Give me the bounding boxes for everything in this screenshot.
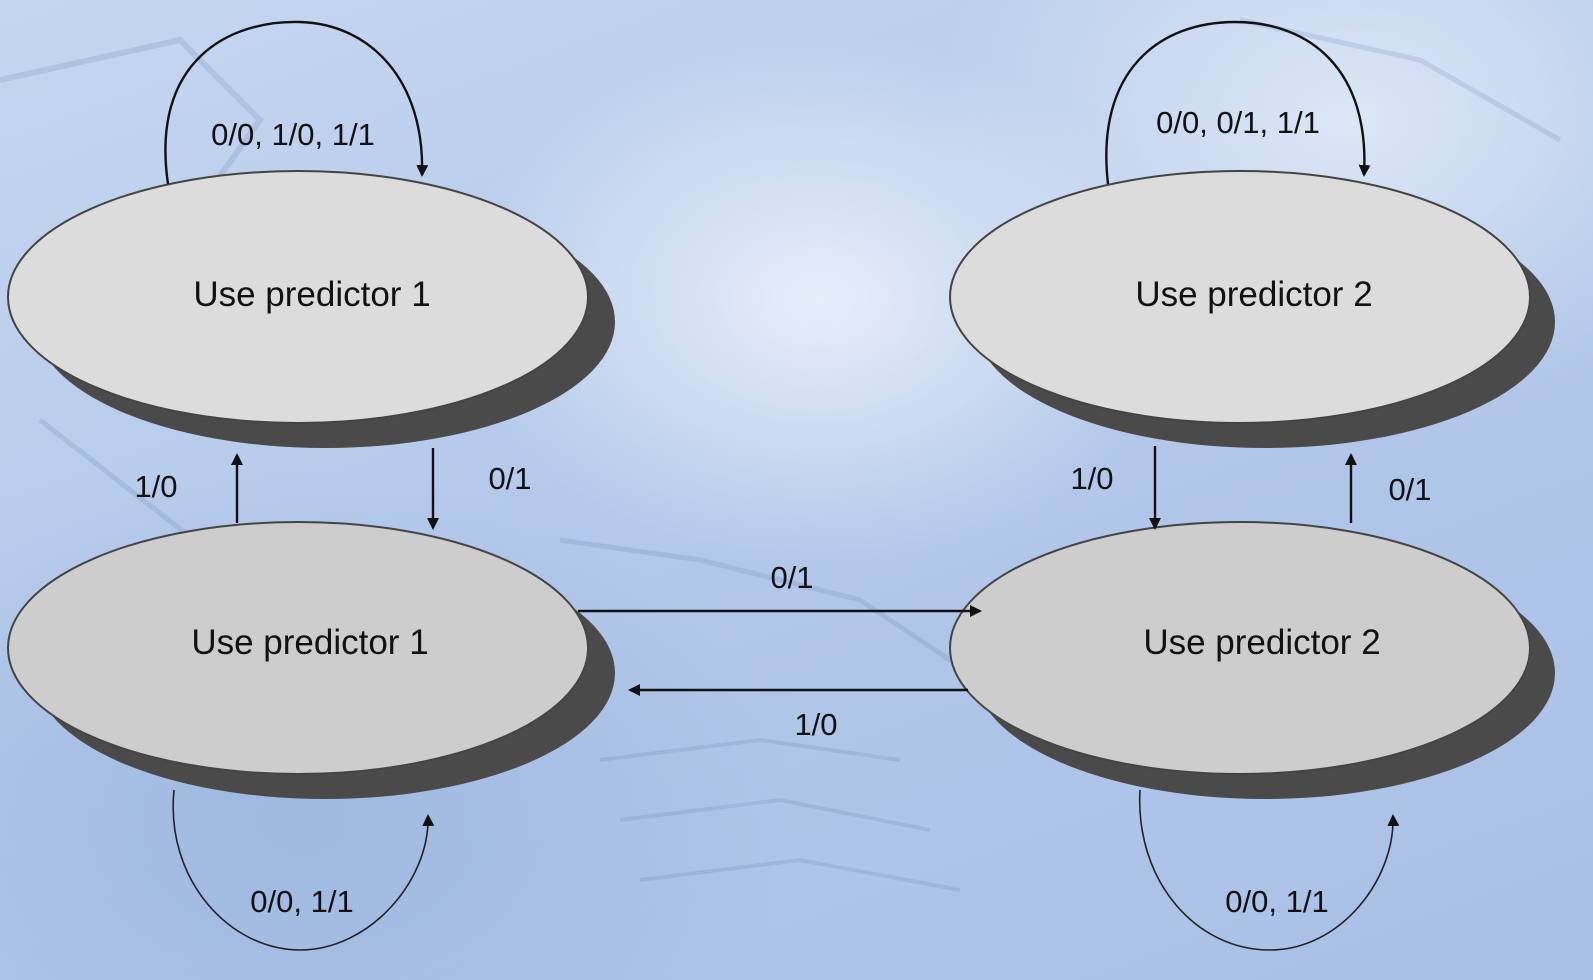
state-ellipse [7,170,589,424]
state-weak-predictor-2: Use predictor 2 [949,521,1555,799]
transition-arrow-strong-p2-self [1105,20,1371,185]
transition-arrow-weak-p2-self [1138,789,1400,951]
state-strong-predictor-1: Use predictor 1 [7,170,615,448]
transition-label-strong-p1-self: 0/0, 1/0, 1/1 [211,117,375,152]
state-strong-predictor-2: Use predictor 2 [949,170,1555,448]
transition-label-weak-p1-to-strong-p1: 1/0 [134,469,177,504]
state-label: Use predictor 1 [191,623,428,662]
state-label: Use predictor 1 [193,275,430,314]
state-ellipse [949,521,1531,775]
transition-arrow-strong-p1-self [164,20,429,185]
state-label: Use predictor 2 [1135,275,1372,314]
transition-arrow-weak-p1-self [172,789,435,951]
state-ellipse [7,521,589,775]
transition-label-weak-p2-to-weak-p1: 1/0 [794,707,837,742]
transition-label-weak-p2-self: 0/0, 1/1 [1225,884,1328,919]
transition-label-strong-p1-to-weak-p1: 0/1 [488,461,531,496]
transition-label-weak-p1-to-weak-p2: 0/1 [770,560,813,595]
transition-label-weak-p2-to-strong-p2: 0/1 [1388,472,1431,507]
transition-label-strong-p2-self: 0/0, 0/1, 1/1 [1156,105,1320,140]
transition-label-weak-p1-self: 0/0, 1/1 [250,884,353,919]
state-weak-predictor-1: Use predictor 1 [7,521,615,799]
state-label: Use predictor 2 [1143,623,1380,662]
state-ellipse [949,170,1531,424]
transition-label-strong-p2-to-weak-p2: 1/0 [1070,461,1113,496]
